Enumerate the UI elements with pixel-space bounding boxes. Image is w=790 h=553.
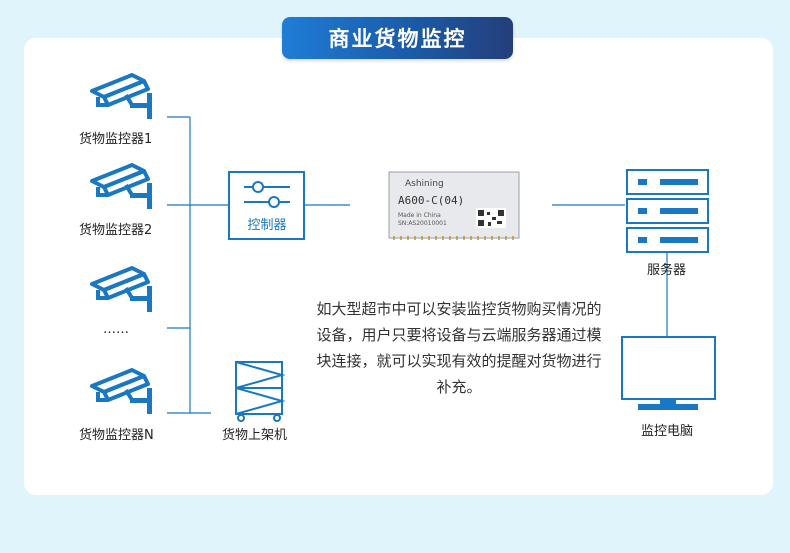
server-icon xyxy=(626,169,709,253)
camera-icon-n xyxy=(90,368,154,416)
camera-icon-2 xyxy=(90,163,154,211)
camera-icon-3 xyxy=(90,266,154,314)
controller-label: 控制器 xyxy=(247,218,287,233)
module-brand: Ashining xyxy=(405,179,444,189)
qr-code-icon xyxy=(476,208,506,228)
monitor-label: 监控电脑 xyxy=(641,424,694,439)
camera-label-3: …… xyxy=(103,322,129,337)
camera-label-2: 货物监控器2 xyxy=(79,223,153,238)
shelf-machine-icon xyxy=(235,361,286,422)
controller-icon xyxy=(228,171,305,240)
monitor-icon xyxy=(621,336,716,410)
camera-icon-1 xyxy=(90,73,154,121)
module-serial: SN:AS20010001 xyxy=(398,220,447,227)
camera-label-1: 货物监控器1 xyxy=(79,132,153,147)
description-text: 如大型超市中可以安装监控货物购买情况的设备，用户只要将设备与云端服务器通过模块连… xyxy=(316,300,602,396)
camera-label-n: 货物监控器N xyxy=(79,428,154,443)
server-label: 服务器 xyxy=(647,263,687,278)
module-model: A600-C(04) xyxy=(398,194,464,207)
camera-bus-lines xyxy=(167,116,668,414)
shelf-machine-label: 货物上架机 xyxy=(222,428,288,443)
module-chip: Ashining A600-C(04) Made in China SN:AS2… xyxy=(388,171,520,240)
module-made-in: Made in China xyxy=(398,212,441,219)
diagram-title: 商业货物监控 xyxy=(282,17,513,59)
